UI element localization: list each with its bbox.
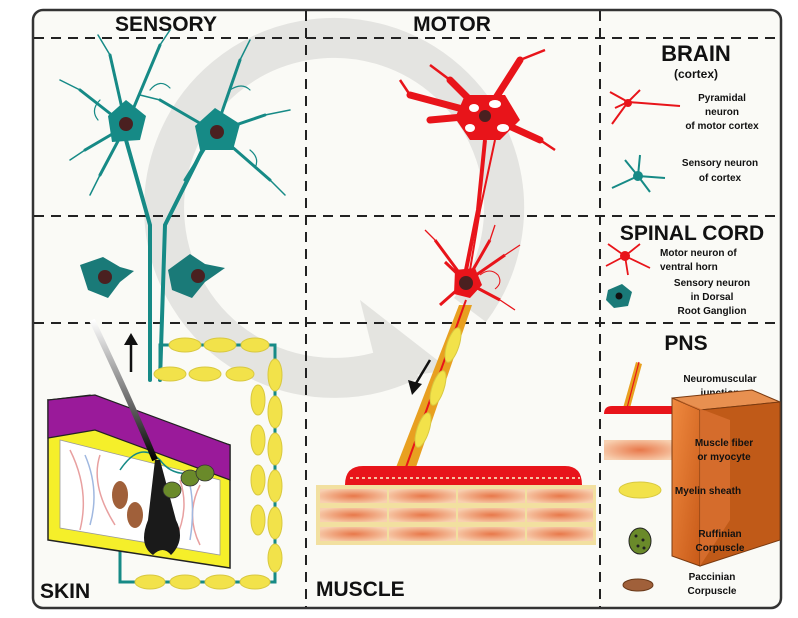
- legend-cortical-sensory-line2: of cortex: [699, 173, 742, 184]
- sensory-myelin-segments: [134, 337, 283, 590]
- legend-paccinian-line1: Paccinian: [689, 572, 736, 583]
- muscle-fiber-icon: [604, 440, 676, 460]
- descending-signal-arrow: [408, 359, 432, 395]
- legend-drg-line3: Root Ganglion: [678, 306, 747, 317]
- grid-lines: [34, 11, 780, 607]
- legend-muscle-fiber-line2: or myocyte: [697, 452, 751, 463]
- legend-ruffinian-line2: Corpuscle: [696, 543, 745, 554]
- legend-paccinian-line2: Corpuscle: [688, 586, 737, 597]
- cortical-sensory-neuron-icon: [611, 154, 666, 193]
- muscle-block-3d: [671, 389, 781, 567]
- legend-nmj-line1: Neuromuscular: [683, 374, 756, 385]
- myelin-sheath-icon: [618, 481, 662, 499]
- legend-muscle-fiber-line1: Muscle fiber: [695, 438, 753, 449]
- cortical-sensory-neurons: [59, 29, 291, 382]
- legend-drg-line1: Sensory neuron: [674, 278, 750, 289]
- legend-pyramidal-line2: neuron: [705, 107, 739, 118]
- skin-label: SKIN: [40, 580, 90, 603]
- drg-sensory-neurons: [80, 254, 225, 298]
- pns-legend-title: PNS: [664, 332, 707, 355]
- brain-legend-title: BRAIN: [661, 41, 731, 66]
- sensory-column-title: SENSORY: [115, 13, 217, 36]
- muscle-label: MUSCLE: [316, 578, 405, 601]
- ascending-signal-arrow: [124, 333, 138, 372]
- ventral-horn-motor-neuron: [424, 224, 521, 311]
- legend-pyramidal-line3: of motor cortex: [685, 121, 759, 132]
- cycle-arrow-watermark: [144, 17, 525, 398]
- neuromuscular-junction: [345, 465, 582, 485]
- muscle-fibers: [316, 485, 596, 545]
- pyramidal-neuron-icon: [609, 89, 681, 125]
- ruffinian-corpuscle-icon: [628, 527, 652, 555]
- legend-myelin: Myelin sheath: [675, 486, 741, 497]
- drg-sensory-neuron-icon: [606, 284, 632, 308]
- motor-column-title: MOTOR: [413, 13, 491, 36]
- paccinian-corpuscle-icon: [622, 578, 654, 592]
- legend-pyramidal-line1: Pyramidal: [698, 93, 746, 104]
- neuromuscular-junction-icon: [604, 361, 678, 414]
- legend-drg-line2: in Dorsal: [691, 292, 734, 303]
- motor-axon: [395, 299, 472, 471]
- legend-ventral-horn-line2: ventral horn: [660, 262, 718, 273]
- spinal-cord-legend-title: SPINAL CORD: [620, 222, 764, 245]
- skin-section: [47, 318, 231, 569]
- legend-ventral-horn-line1: Motor neuron of: [660, 248, 737, 259]
- ventral-horn-motor-neuron-icon: [605, 243, 651, 276]
- legend-cortical-sensory-line1: Sensory neuron: [682, 158, 758, 169]
- cortical-sensory-neuron-bodies: [108, 100, 240, 150]
- brain-legend-subtitle: (cortex): [674, 67, 718, 81]
- pyramidal-motor-neuron: [398, 48, 556, 271]
- legend-ruffinian-line1: Ruffinian: [698, 529, 741, 540]
